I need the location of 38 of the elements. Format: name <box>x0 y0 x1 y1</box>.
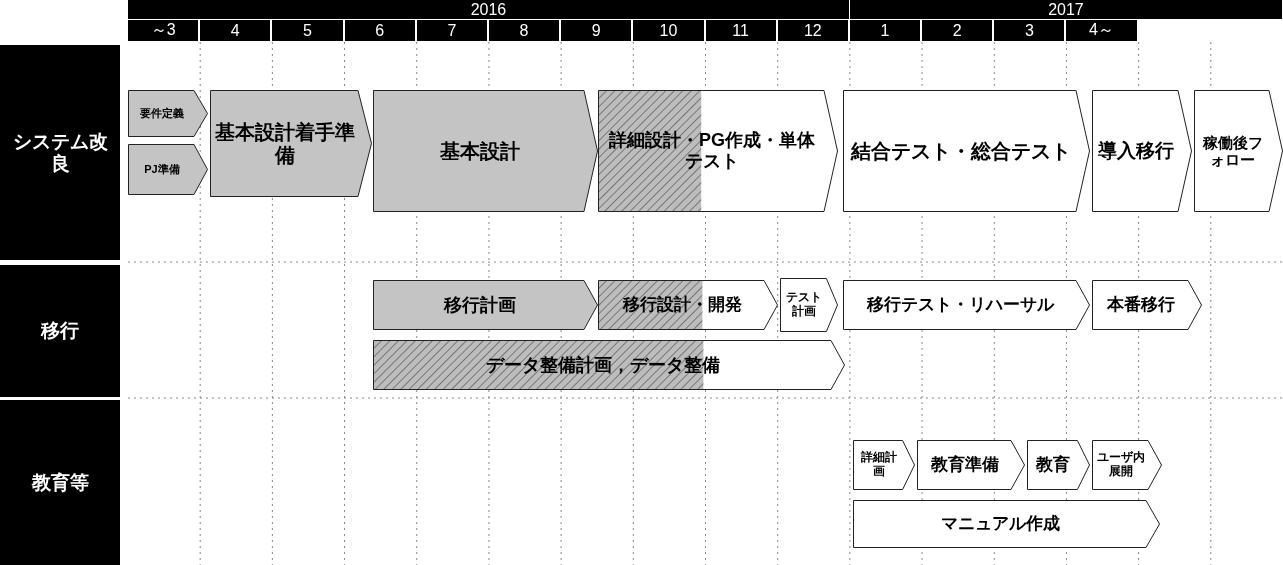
chevron-bar: 教育準備 <box>917 440 1025 490</box>
chevron-bar: 詳細設計・PG作成・単体テスト <box>598 90 838 212</box>
chevron-bar: PJ準備 <box>128 144 208 195</box>
row-header: 教育等 <box>0 400 120 565</box>
chevron-bar: データ整備計画，データ整備 <box>373 340 845 390</box>
chevron-bar: 基本設計着手準備 <box>210 90 372 197</box>
month-header: 5 <box>272 20 343 41</box>
row-header: システム改良 <box>0 45 120 260</box>
chevron-bar: 教育 <box>1027 440 1090 490</box>
year-header: 2016 <box>128 0 849 19</box>
month-header: 3 <box>994 20 1065 41</box>
month-header: 1 <box>849 20 921 41</box>
month-header: 7 <box>416 20 487 41</box>
chevron-bar: ユーザ内展開 <box>1092 440 1162 490</box>
month-header: 9 <box>561 20 632 41</box>
chevron-bar: 要件定義 <box>128 90 208 137</box>
year-header: 2017 <box>849 0 1282 19</box>
month-header: 8 <box>488 20 560 41</box>
chevron-bar: 移行設計・開発 <box>598 280 778 330</box>
month-header: 4 <box>200 20 271 41</box>
chevron-bar: 移行計画 <box>373 280 598 330</box>
month-header: 2 <box>922 20 993 41</box>
chevron-bar: 移行テスト・リハーサル <box>843 280 1090 330</box>
chevron-bar: テスト計画 <box>780 278 838 332</box>
chevron-bar: 詳細計画 <box>853 440 915 490</box>
month-header: 11 <box>705 20 776 41</box>
chevron-bar: 本番移行 <box>1092 280 1202 330</box>
month-header: 12 <box>777 20 848 41</box>
month-header: 4～ <box>1066 20 1137 41</box>
month-header: 6 <box>344 20 415 41</box>
chevron-bar: マニュアル作成 <box>853 500 1160 548</box>
month-header: ～3 <box>128 20 199 41</box>
row-header: 移行 <box>0 265 120 397</box>
chevron-bar: 稼働後フォロー <box>1194 90 1283 212</box>
month-header: 10 <box>633 20 704 41</box>
chevron-bar: 基本設計 <box>373 90 598 212</box>
chevron-bar: 結合テスト・総合テスト <box>843 90 1090 212</box>
chevron-bar: 導入移行 <box>1092 90 1192 212</box>
